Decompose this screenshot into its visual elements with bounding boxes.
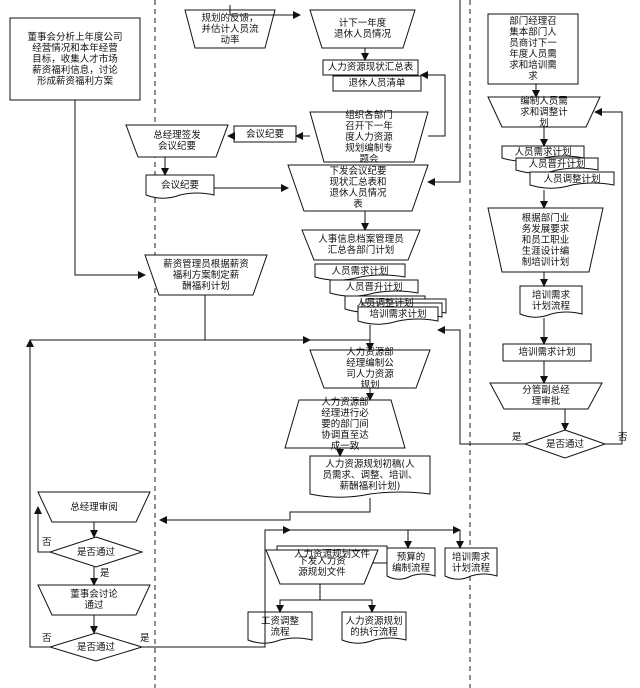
n11-label: 人事信息档案管理员 汇总各部门计划 (318, 234, 404, 256)
n13-shape (329, 279, 419, 297)
n31-label: 编制人员需 求和调整计 划 (520, 95, 568, 129)
n29-shape (341, 611, 407, 644)
n9-shape (145, 174, 215, 199)
connector-20 (34, 506, 50, 553)
n4-label: 人力资源现状汇总表 (327, 62, 414, 73)
n10-label: 下发会议纪要 现状汇总表和 退休人员情况 表 (329, 166, 387, 210)
n20-label: 总经理审阅 (70, 501, 118, 513)
connector-15 (159, 498, 371, 524)
n10-shape (287, 164, 429, 212)
n32-label: 人员需求计划 (514, 147, 572, 158)
n28-label: 工资调整 流程 (260, 615, 299, 638)
n26-shape (386, 547, 436, 580)
connector-10 (427, 0, 461, 186)
n28-shape (247, 611, 313, 644)
n17-label: 人力资源部 经理编制公 司人力资源 规划 (346, 347, 394, 391)
n35-label: 根据部门业 务发展要求 和员工职业 生涯设计编 制培训计划 (521, 212, 570, 268)
n16-label: 薪资管理员根据薪资 福利方案制定薪 酬福利计划 (163, 258, 249, 292)
n13-label: 人员晋升计划 (345, 281, 403, 293)
n1-label: 董事会分析上年度公司 经营情况和本年经营 目标，收集人才市场 薪资福利信息，讨论… (27, 31, 123, 87)
flow-shapes (9, 9, 615, 662)
flow-connectors (26, 0, 623, 648)
n11-shape (301, 229, 421, 261)
n33-label: 人员晋升计划 (528, 159, 586, 170)
n24-label: 人力资源规划文件 (293, 549, 370, 560)
n3-shape (309, 9, 416, 49)
n26-label: 预算的 编制流程 (391, 551, 430, 574)
n2-shape (184, 9, 276, 49)
n12-label: 人员需求计划 (331, 265, 389, 277)
n15-label: 培训需求计划 (369, 309, 427, 320)
n17-shape (309, 349, 431, 389)
n23-shape (48, 632, 144, 662)
connector-26 (276, 584, 321, 613)
n5-shape (332, 75, 422, 92)
n5-label: 退休人员清单 (348, 78, 406, 89)
connector-1 (74, 100, 146, 279)
n39-shape (523, 429, 607, 459)
n25-shape (265, 549, 379, 585)
n29-label: 人力资源规划 的执行流程 (345, 615, 403, 638)
n30-label: 部门经理召 集本部门人 员商讨下一 年度人员需 求和培训需 求 (509, 16, 557, 82)
decision-label-yes-a: 是 (100, 568, 110, 579)
decision-label-no-b: 否 (42, 633, 52, 644)
n35-shape (487, 207, 604, 273)
n12-shape (314, 263, 406, 281)
n25-label: 下发人力资 源规划文件 (298, 556, 346, 578)
n18-label: 人力资源部 经理进行必 要的部门间 协调直至达 成一致 (321, 396, 369, 452)
n37-shape (502, 343, 592, 362)
n20-shape (37, 491, 151, 523)
n2-label: 规划的反馈， 并估计人员流 动率 (201, 12, 259, 46)
decision-label-yes-b: 是 (140, 633, 150, 644)
n27-label: 培训需求 计划流程 (451, 551, 490, 574)
n18-shape (284, 399, 406, 449)
n8-shape (309, 111, 429, 163)
n21-label: 是否通过 (76, 546, 115, 558)
decision-label-no-c: 否 (618, 432, 628, 443)
n37-label: 培训需求计划 (518, 347, 576, 358)
connector-2 (229, 5, 301, 19)
n4-shape (322, 59, 419, 76)
n19-label: 人力资源规划初稿(人 员需求、调整、培训、 薪酬福利计划) (322, 459, 418, 492)
n6-shape (125, 124, 229, 158)
n22-shape (37, 584, 151, 616)
connector-36 (437, 326, 525, 445)
n38-label: 分管副总经 理审批 (522, 385, 570, 407)
n33-shape (515, 157, 599, 174)
n23-label: 是否通过 (76, 641, 115, 653)
n3-label: 计下一年度 退休人员情况 (333, 18, 391, 40)
n22-label: 董事会讨论 通过 (70, 589, 118, 611)
connector-34 (544, 408, 569, 431)
n34-label: 人员调整计划 (543, 173, 601, 185)
n16-shape (144, 254, 268, 296)
connector-27 (320, 599, 376, 613)
n19-shape (309, 455, 431, 498)
swimlane-dividers (154, 0, 471, 688)
n21-shape (48, 536, 144, 568)
n38-shape (489, 382, 603, 410)
n34-shape (529, 171, 615, 189)
n1-shape (9, 17, 141, 101)
n30-shape (487, 13, 579, 85)
connector-35 (594, 108, 623, 445)
n31-shape (487, 96, 601, 128)
decision-label-yes-c: 是 (512, 432, 522, 443)
n7-label: 会议纪要 (245, 128, 284, 140)
connector-4 (420, 71, 446, 137)
decision-label-no-a: 否 (42, 537, 52, 548)
n36-shape (519, 285, 583, 318)
n9-label: 会议纪要 (160, 180, 199, 191)
n39-label: 是否通过 (545, 438, 584, 450)
connector-21 (26, 339, 50, 648)
n14-label: 人员调整计划 (356, 297, 414, 309)
n6-label: 总经理签发 会议纪要 (153, 130, 201, 152)
n8-label: 组织各部门 召开下一年 度人力资源 规划编制专 题会 (345, 109, 393, 165)
n15-shape (357, 306, 439, 325)
n27-shape (444, 547, 498, 580)
n36-label: 培训需求 计划流程 (531, 289, 570, 312)
